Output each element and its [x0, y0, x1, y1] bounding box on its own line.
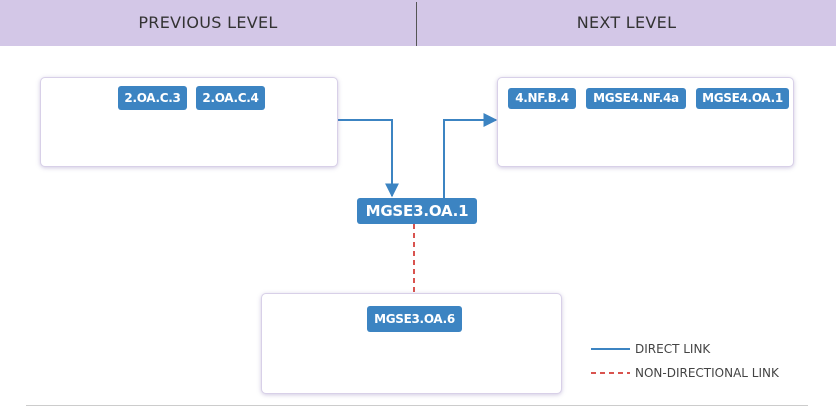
previous-level-card: 2.OA.C.3 2.OA.C.4 — [40, 77, 338, 167]
related-standards-card: MGSE3.OA.6 — [261, 293, 562, 394]
next-level-card: 4.NF.B.4 MGSE4.NF.4a MGSE4.OA.1 — [497, 77, 794, 167]
direct-link-previous-to-center — [338, 119, 399, 198]
previous-level-heading: PREVIOUS LEVEL — [138, 13, 278, 32]
next-level-heading: NEXT LEVEL — [576, 13, 677, 32]
header-divider — [416, 2, 417, 46]
current-standard-badge[interactable]: MGSE3.OA.1 — [357, 198, 477, 224]
legend-non-directional-label: NON-DIRECTIONAL LINK — [635, 366, 779, 380]
bottom-divider — [26, 405, 808, 406]
standard-badge-next-1[interactable]: 4.NF.B.4 — [508, 88, 576, 109]
level-header: PREVIOUS LEVEL NEXT LEVEL — [0, 0, 836, 46]
direct-link-center-to-next — [443, 113, 498, 198]
standard-badge-previous-2[interactable]: 2.OA.C.4 — [196, 86, 265, 110]
standard-badge-next-3[interactable]: MGSE4.OA.1 — [696, 88, 789, 109]
standard-badge-next-2[interactable]: MGSE4.NF.4a — [586, 88, 686, 109]
legend-direct-label: DIRECT LINK — [635, 342, 711, 356]
standard-badge-related-1[interactable]: MGSE3.OA.6 — [367, 306, 462, 332]
standard-badge-previous-1[interactable]: 2.OA.C.3 — [118, 86, 187, 110]
